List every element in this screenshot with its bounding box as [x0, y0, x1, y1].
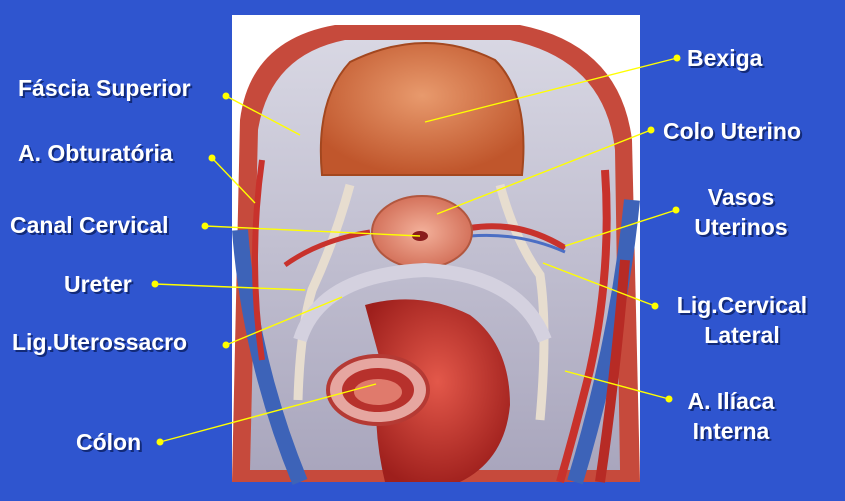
dot-colon	[156, 438, 164, 446]
left-obturator-artery	[252, 159, 265, 361]
colon-lumen-inner	[354, 379, 402, 405]
label-bexiga: Bexiga	[687, 45, 763, 71]
leader-bexiga	[424, 57, 678, 123]
label-a-iliaca-interna-line1: A. Ilíaca	[687, 388, 775, 414]
dot-lig-cervical-lateral	[651, 302, 659, 310]
label-colo-uterino: Colo Uterino	[663, 118, 801, 144]
label-ureter: Ureter	[64, 271, 132, 297]
label-vasos-uterinos-line1: Vasos	[707, 184, 775, 210]
bladder	[319, 42, 525, 176]
label-lig-cervical-lateral-line1: Lig.Cervical	[676, 292, 808, 318]
leader-vasos-uterinos	[564, 209, 677, 247]
label-vasos-uterinos-line2: Uterinos	[694, 214, 788, 240]
leader-lig-cervical-lateral	[542, 262, 656, 307]
leader-a-iliaca-interna	[564, 370, 670, 400]
right-artery	[556, 169, 611, 484]
dot-colo-uterino	[647, 126, 655, 134]
label-lig-cervical-lateral: Lig.Cervical Lateral	[664, 290, 820, 350]
label-a-obturatoria: A. Obturatória	[18, 140, 173, 166]
label-canal-cervical: Canal Cervical	[10, 212, 169, 238]
leader-dots	[151, 54, 681, 446]
label-vasos-uterinos: Vasos Uterinos	[682, 182, 800, 242]
right-blue-vein	[567, 199, 640, 485]
dot-vasos-uterinos	[672, 206, 680, 214]
label-a-iliaca-interna: A. Ilíaca Interna	[676, 386, 786, 446]
leader-a-obturatoria	[211, 157, 256, 204]
leader-colon	[159, 383, 377, 443]
label-fascia-superior: Fáscia Superior	[18, 75, 191, 101]
uterine-veins	[469, 233, 566, 254]
dot-canal-cervical	[201, 222, 209, 230]
dot-a-obturatoria	[208, 154, 216, 162]
leader-lig-uterossacro	[225, 296, 343, 346]
right-ureter	[495, 183, 549, 421]
leader-colo-uterino	[436, 129, 652, 215]
dot-a-iliaca-interna	[665, 395, 673, 403]
leader-ureter	[154, 283, 306, 291]
dot-bexiga	[673, 54, 681, 62]
label-lig-uterossacro: Lig.Uterossacro	[12, 329, 188, 355]
leader-canal-cervical	[204, 225, 421, 237]
rectum	[365, 299, 510, 482]
uterine-vessels	[469, 223, 567, 251]
label-lig-cervical-lateral-line2: Lateral	[704, 322, 780, 348]
dot-lig-uterossacro	[222, 341, 230, 349]
dot-fascia-superior	[222, 92, 230, 100]
right-artery-2	[595, 259, 630, 483]
dot-ureter	[151, 280, 159, 288]
left-ureter	[293, 183, 355, 401]
leader-lines	[154, 57, 678, 443]
label-a-iliaca-interna-line2: Interna	[692, 418, 770, 444]
leader-fascia-superior	[225, 95, 301, 136]
label-colon: Cólon	[76, 429, 142, 455]
